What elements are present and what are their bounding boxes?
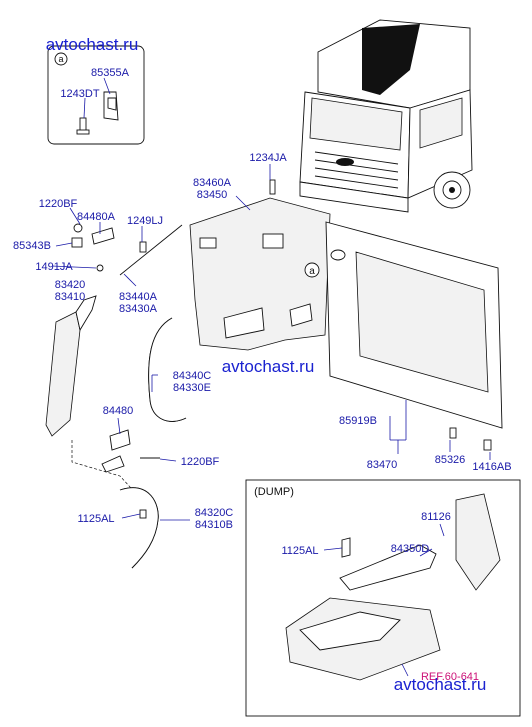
label-84350D: 84350D [391, 543, 430, 555]
label-84340C: 84340C [173, 370, 212, 382]
label-83460A: 83460A [193, 177, 232, 189]
label-1220BF-top: 1220BF [39, 198, 78, 210]
label-1243DT: 1243DT [60, 88, 99, 100]
label-81126: 81126 [421, 511, 451, 523]
label-84330E: 84330E [173, 382, 211, 394]
label-1249LJ: 1249LJ [127, 215, 163, 227]
truck-cab-illustration [299, 19, 473, 213]
upper-back-panel [189, 197, 331, 351]
watermark-center: avtochast.ru [222, 357, 315, 376]
label-1491JA: 1491JA [35, 261, 73, 273]
label-1416AB: 1416AB [472, 461, 511, 473]
label-83420: 83420 [55, 279, 86, 291]
watermark-bottom-right: avtochast.ru [394, 675, 487, 694]
watermark-top-left: avtochast.ru [46, 35, 139, 54]
label-1234JA: 1234JA [249, 152, 287, 164]
reference-label: REF.60-641 [421, 671, 479, 683]
watermarks: avtochast.ru avtochast.ru avtochast.ru [46, 35, 487, 694]
label-84310B: 84310B [195, 519, 233, 531]
callout-a-marker: a [309, 266, 315, 277]
part-labels: 85355A 1243DT 1234JA 83460A 83450 1220BF… [13, 67, 512, 683]
label-83440A: 83440A [119, 291, 158, 303]
rear-large-panel: a [304, 221, 503, 429]
left-pillar-trim [45, 295, 141, 499]
label-84480: 84480 [103, 405, 134, 417]
label-83450: 83450 [197, 189, 228, 201]
dump-title: (DUMP) [254, 486, 294, 498]
cables-and-hoses [101, 317, 187, 569]
label-1220BF-mid: 1220BF [181, 456, 220, 468]
label-84320C: 84320C [195, 507, 234, 519]
label-83430A: 83430A [119, 303, 158, 315]
dump-variant-box [245, 479, 521, 717]
label-85919B: 85919B [339, 415, 377, 427]
detail-a-marker: a [58, 54, 63, 64]
leader-lines [51, 164, 491, 677]
label-84480A: 84480A [77, 211, 116, 223]
label-1125AL-dump: 1125AL [281, 545, 318, 557]
label-83410: 83410 [55, 291, 86, 303]
label-85326: 85326 [435, 454, 466, 466]
label-85355A: 85355A [91, 67, 130, 79]
small-hardware [71, 179, 492, 451]
detail-a-box: a [47, 45, 145, 145]
label-83470: 83470 [367, 459, 398, 471]
label-85343B: 85343B [13, 240, 51, 252]
label-1125AL-left: 1125AL [77, 513, 114, 525]
